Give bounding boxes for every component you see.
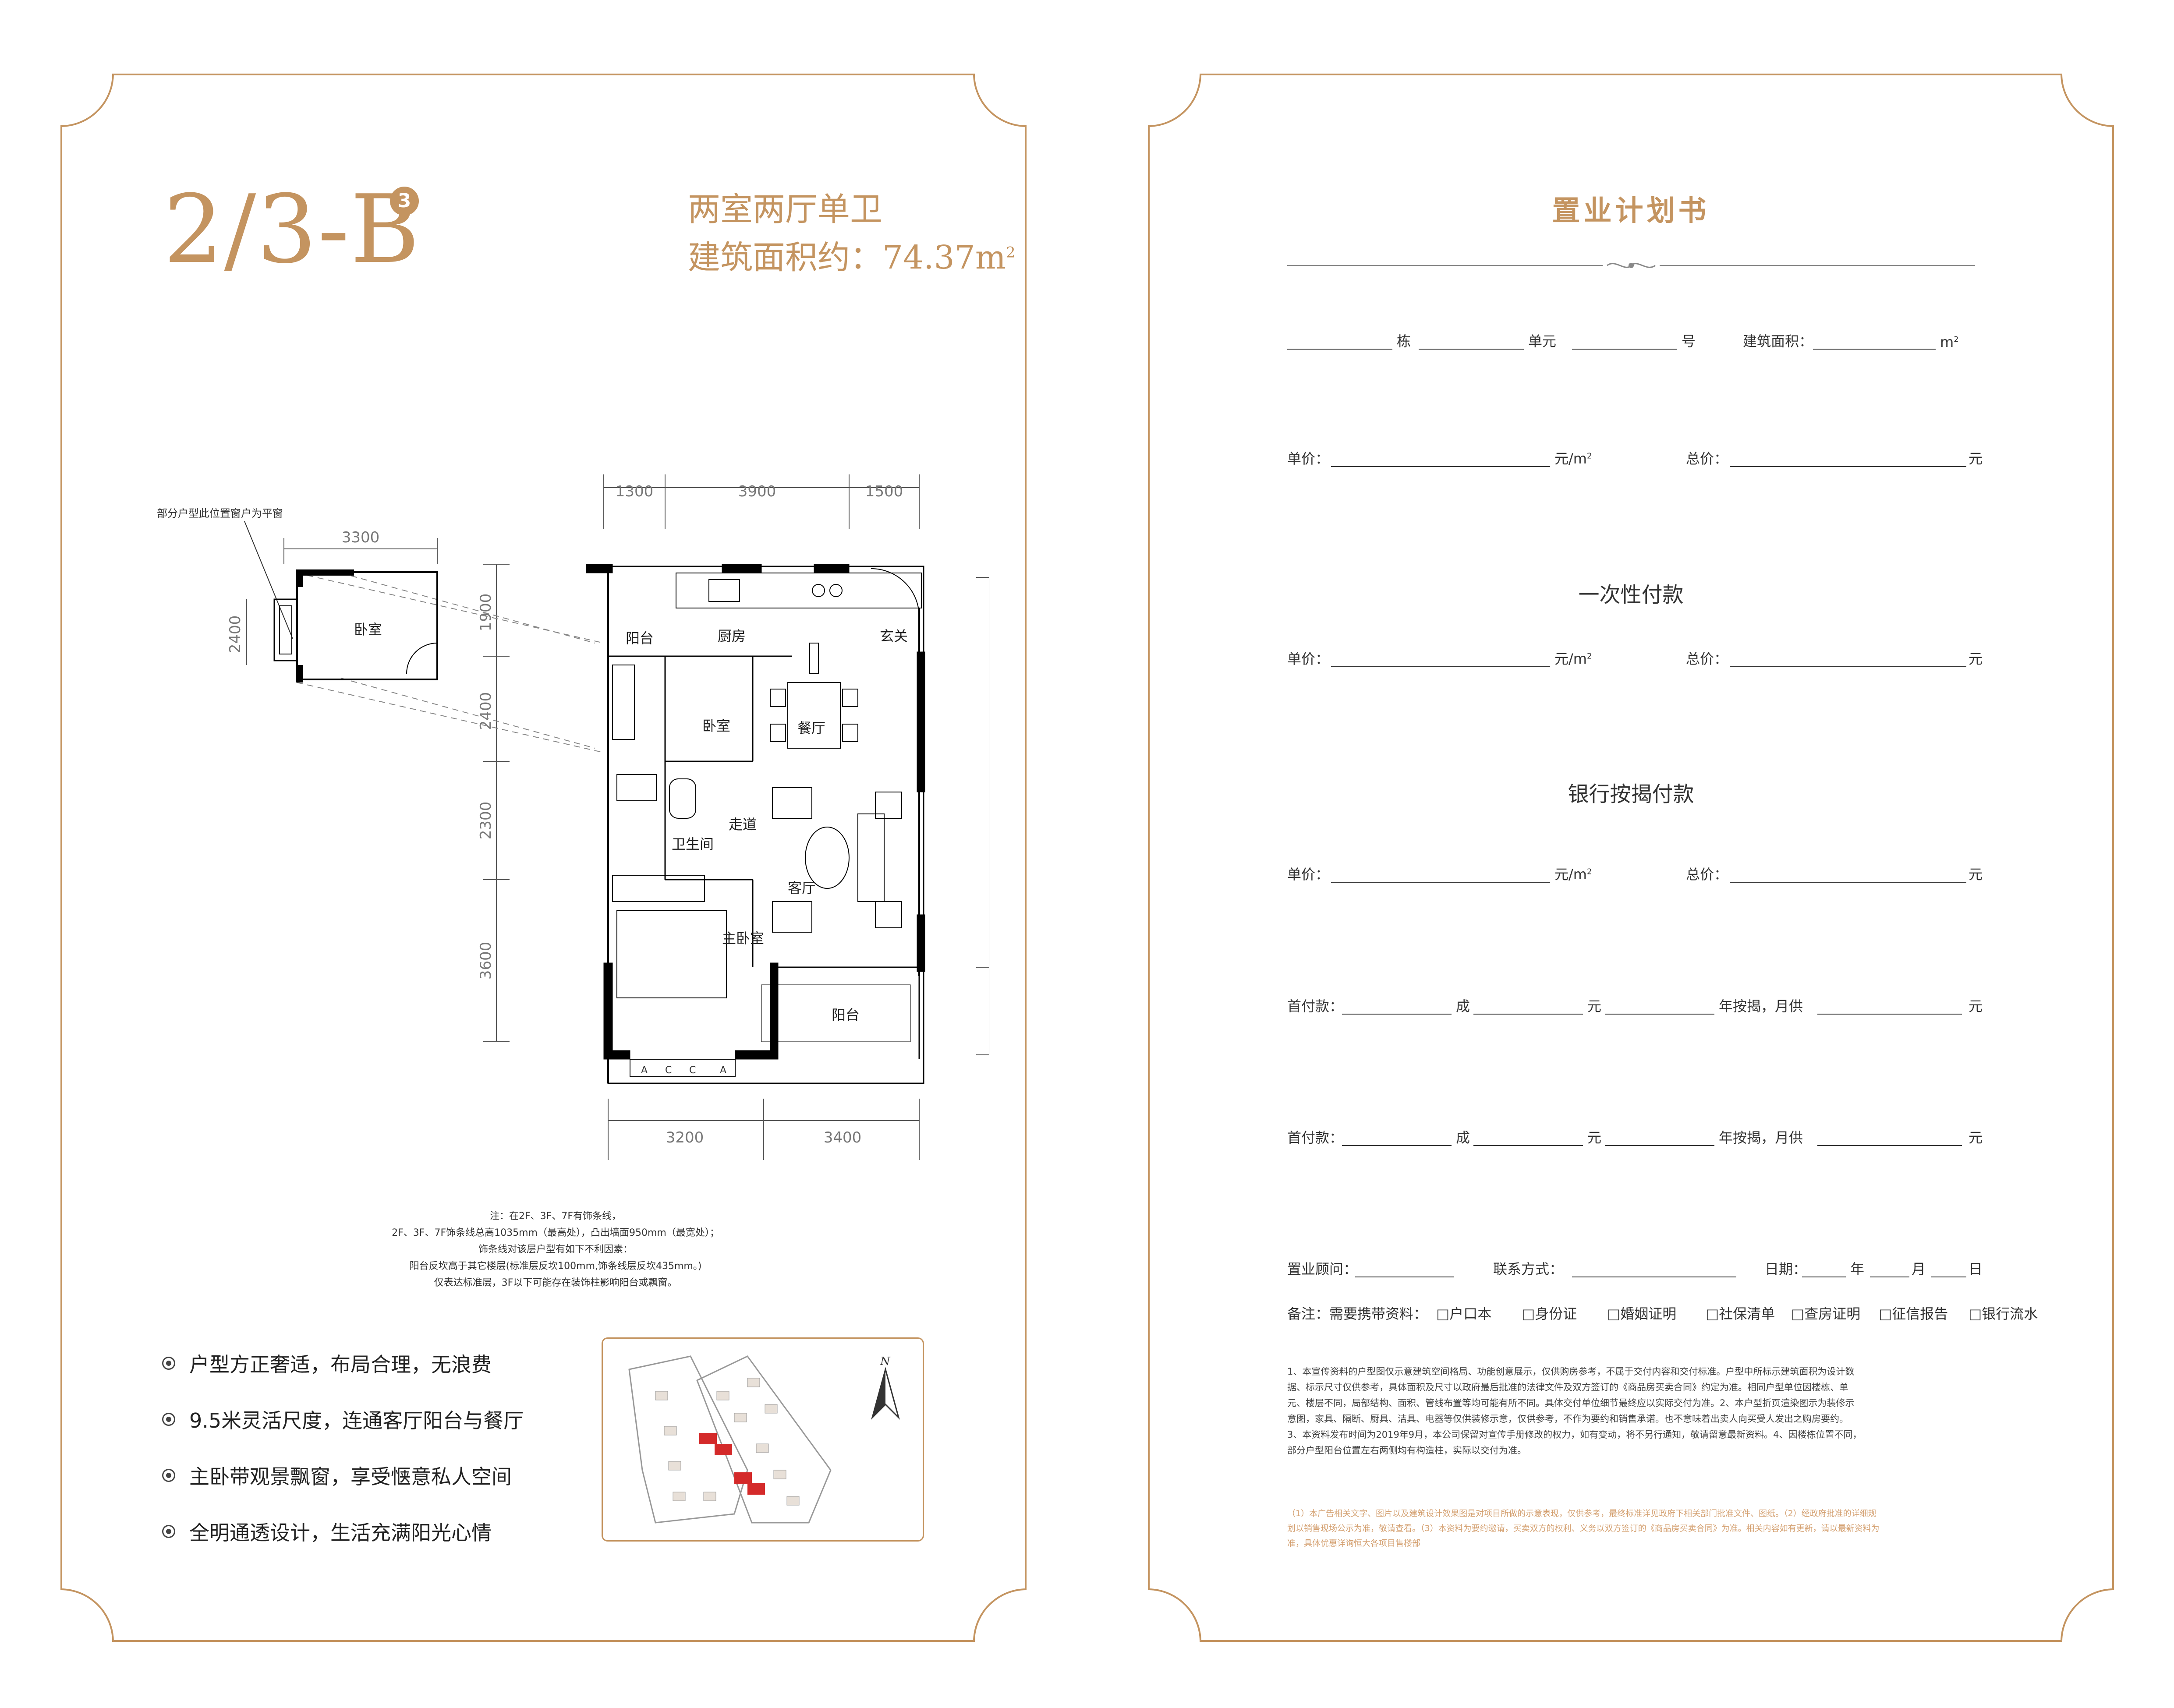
window-mark: A xyxy=(720,1065,726,1076)
room-label-bedroom-extra: 卧室 xyxy=(354,621,382,638)
doc-checkbox[interactable]: □查房证明 xyxy=(1791,1305,1861,1322)
down-amount-field[interactable] xyxy=(1473,1145,1583,1146)
feature-item: 户型方正奢适，布局合理，无浪费 xyxy=(162,1335,524,1391)
dim-top-2: 3900 xyxy=(738,483,776,500)
floorplan-panel: 2/3-B 3 两室两厅单卫 建筑面积约：74.37m2 部分户型此位置窗户为平… xyxy=(60,74,1027,1642)
row-price: 单价： 元/m2 总价： 元 xyxy=(1287,450,1983,467)
doc-checkbox[interactable]: □身份证 xyxy=(1522,1305,1577,1322)
number-field[interactable] xyxy=(1572,349,1677,350)
floor-plan: 部分户型此位置窗户为平窗 1300 3900 1500 3300 xyxy=(157,474,989,1160)
section-one-time-payment: 一次性付款 xyxy=(1578,583,1684,607)
purchase-plan-title: 置业计划书 xyxy=(1552,194,1710,227)
dim-left-2: 1900 xyxy=(477,594,495,632)
room-label-balcony-top: 阳台 xyxy=(626,630,654,647)
window-mark: A xyxy=(641,1065,648,1076)
dim-bottom-2: 3400 xyxy=(824,1129,862,1146)
dim-bottom-1: 3200 xyxy=(666,1129,704,1146)
area-field[interactable] xyxy=(1813,349,1936,350)
dim-top-3: 1500 xyxy=(865,483,903,500)
row-down-payment: 首付款： 成 元 年按揭，月供 元 xyxy=(1287,1129,1983,1146)
panel-frame xyxy=(60,74,1027,1642)
window-mark: C xyxy=(689,1065,696,1076)
row-price: 单价： 元/m2 总价： 元 xyxy=(1287,866,1983,883)
dim-left-5: 3600 xyxy=(477,942,495,980)
site-map-drawing: N xyxy=(628,1355,900,1524)
total-price-field[interactable] xyxy=(1730,466,1966,467)
doc-checkbox[interactable]: □户口本 xyxy=(1436,1305,1492,1322)
row-consultant: 置业顾问： 联系方式： 日期： 年 月 日 xyxy=(1287,1261,1983,1277)
mortgage-years-field[interactable] xyxy=(1605,1145,1714,1146)
doc-checkbox[interactable]: □社保清单 xyxy=(1706,1305,1775,1322)
room-label-bedroom: 卧室 xyxy=(702,718,730,734)
total-price-field[interactable] xyxy=(1730,666,1966,667)
title-ornament xyxy=(1287,263,1975,268)
row-down-payment: 首付款： 成 元 年按揭，月供 元 xyxy=(1287,998,1983,1015)
row-price: 单价： 元/m2 总价： 元 xyxy=(1287,651,1983,667)
note-line: 注：在2F、3F、7F有饰条线， xyxy=(490,1211,621,1222)
room-label-bathroom: 卫生间 xyxy=(672,836,714,852)
dim-left-top: 3300 xyxy=(342,529,380,546)
dim-left-4: 2300 xyxy=(477,802,495,840)
room-label-dining: 餐厅 xyxy=(797,720,825,736)
feature-item: 主卧带观景飘窗，享受惬意私人空间 xyxy=(162,1447,524,1503)
note-line: 饰条线对该层户型有如下不利因素： xyxy=(478,1244,633,1255)
monthly-payment-field[interactable] xyxy=(1817,1014,1962,1015)
down-amount-field[interactable] xyxy=(1473,1014,1583,1015)
room-label-entrance: 玄关 xyxy=(880,628,908,644)
bullet-icon xyxy=(162,1413,175,1426)
unit-type: 两室两厅单卫 xyxy=(688,191,882,228)
unit-code: 2/3-B xyxy=(163,174,421,284)
row-documents: 备注：需要携带资料： □户口本 □身份证 □婚姻证明 □社保清单 □查房证明 □… xyxy=(1287,1300,2038,1326)
site-map: N xyxy=(602,1337,924,1542)
window-mark: C xyxy=(665,1065,672,1076)
room-label-balcony-bottom: 阳台 xyxy=(832,1007,860,1023)
dim-left-3: 2400 xyxy=(477,692,495,730)
window-note: 部分户型此位置窗户为平窗 xyxy=(157,507,283,520)
monthly-payment-field[interactable] xyxy=(1817,1145,1962,1146)
room-label-living: 客厅 xyxy=(788,880,816,896)
doc-checkbox[interactable]: □婚姻证明 xyxy=(1607,1305,1677,1322)
bullet-icon xyxy=(162,1525,175,1538)
unit-variant-badge: 3 xyxy=(390,187,419,216)
row-building: 栋 单元 号 建筑面积： m2 xyxy=(1287,328,1975,354)
dim-top-1: 1300 xyxy=(616,483,654,500)
bullet-icon xyxy=(162,1469,175,1482)
purchase-plan-panel: 置业计划书 栋 单元 号 建筑面积： m2 单价： 元/m2 总价： 元 一次性… xyxy=(1148,74,2114,1642)
room-label-master-bedroom: 主卧室 xyxy=(722,930,764,947)
feature-item: 9.5米灵活尺度，连通客厅阳台与餐厅 xyxy=(162,1391,524,1447)
section-mortgage-payment: 银行按揭付款 xyxy=(1568,782,1694,806)
unit-price-field[interactable] xyxy=(1331,466,1550,467)
note-line: 仅表达标准层，3F以下可能存在装饰柱影响阳台或飘窗。 xyxy=(434,1277,677,1288)
note-line: 2F、3F、7F饰条线总高1035mm（最高处），凸出墙面950mm（最宽处）； xyxy=(392,1227,719,1238)
doc-checkbox[interactable]: □银行流水 xyxy=(1969,1305,2038,1322)
compass-label: N xyxy=(880,1355,891,1368)
legal-notice: （1）本广告相关文字、图片以及建筑设计效果图是对项目所做的示意表现，仅供参考，最… xyxy=(1287,1509,1880,1548)
down-ratio-field[interactable] xyxy=(1342,1145,1452,1146)
floorplan-notes: 注：在2F、3F、7F有饰条线， 2F、3F、7F饰条线总高1035mm（最高处… xyxy=(227,1208,884,1291)
note-line: 阳台反坎高于其它楼层(标准层反坎100mm,饰条线层反坎435mm。) xyxy=(409,1261,702,1272)
bullet-icon xyxy=(162,1357,175,1370)
unit-price-field[interactable] xyxy=(1331,882,1550,883)
building-field[interactable] xyxy=(1287,349,1392,350)
unit-field[interactable] xyxy=(1419,349,1524,350)
total-price-field[interactable] xyxy=(1730,882,1966,883)
feature-item: 全明通透设计，生活充满阳光心情 xyxy=(162,1503,524,1559)
disclaimer: 1、本宣传资料的户型图仅示意建筑空间格局、功能创意展示，仅供购房参考，不属于交付… xyxy=(1287,1366,1862,1456)
down-ratio-field[interactable] xyxy=(1342,1014,1452,1015)
doc-checkbox[interactable]: □征信报告 xyxy=(1879,1305,1948,1322)
panel-frame xyxy=(1148,74,2114,1642)
room-label-kitchen: 厨房 xyxy=(718,628,746,644)
dim-left-1: 2400 xyxy=(227,615,244,654)
feature-list: 户型方正奢适，布局合理，无浪费 9.5米灵活尺度，连通客厅阳台与餐厅 主卧带观景… xyxy=(162,1335,524,1559)
extra-bedroom: 卧室 xyxy=(273,569,438,682)
unit-price-field[interactable] xyxy=(1331,666,1550,667)
mortgage-years-field[interactable] xyxy=(1605,1014,1714,1015)
main-unit xyxy=(586,564,925,1084)
unit-area: 建筑面积约：74.37m2 xyxy=(688,239,1016,276)
room-label-corridor: 走道 xyxy=(729,816,757,833)
